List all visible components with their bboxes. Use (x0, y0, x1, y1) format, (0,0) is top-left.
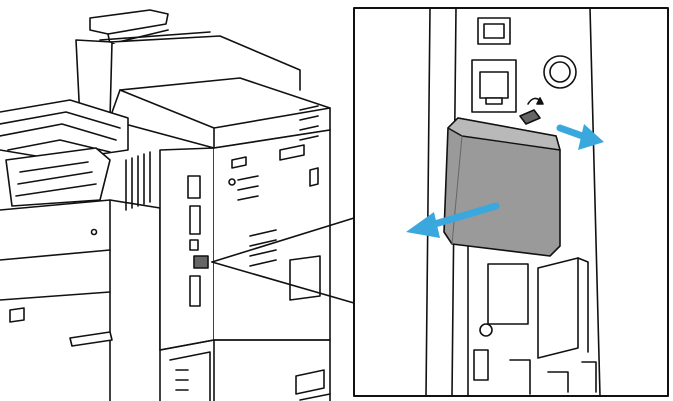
printer-illustration (0, 9, 331, 401)
arrow-right-icon (556, 124, 604, 150)
side-vents (125, 105, 319, 267)
unlock-icon (519, 97, 544, 125)
callout-lines (211, 217, 355, 304)
wireless-adapter (443, 117, 561, 257)
arrow-left-icon (406, 202, 500, 238)
rear-connectors (187, 175, 209, 307)
